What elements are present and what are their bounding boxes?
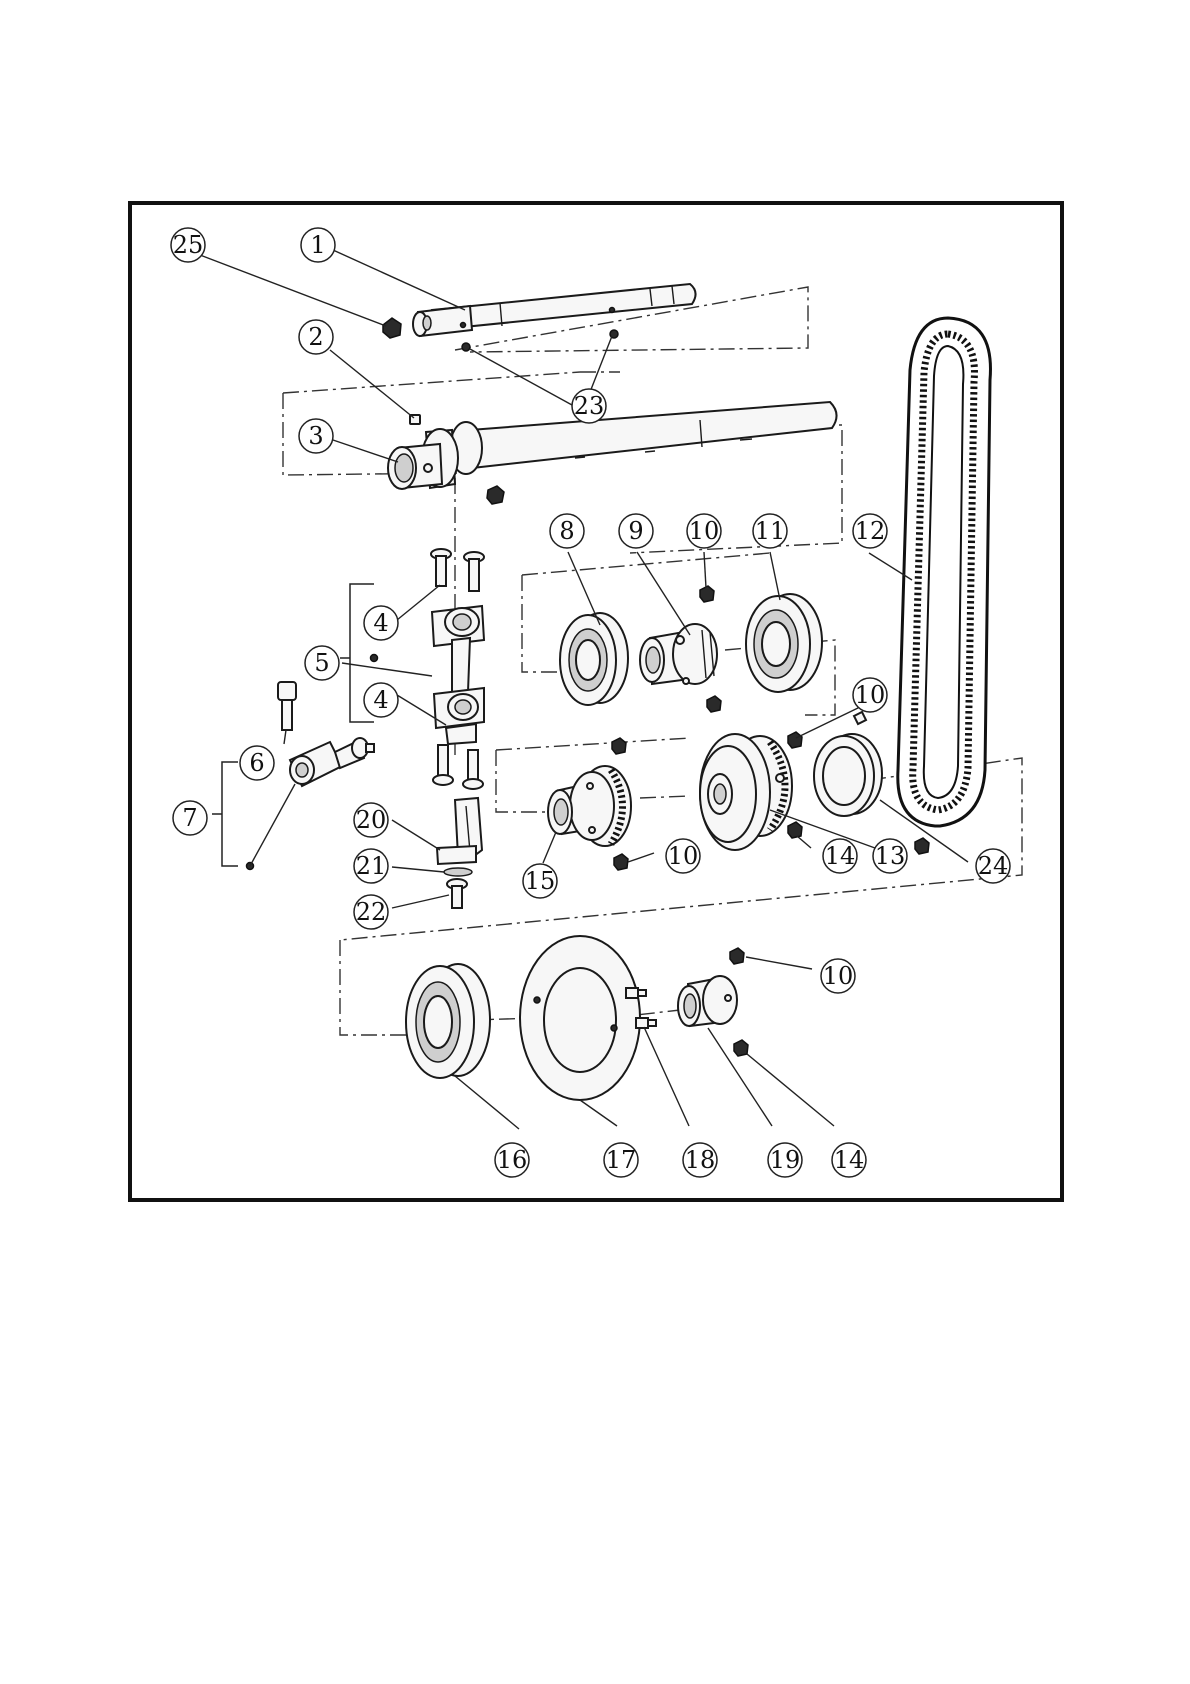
callout-10-bottom: 10 — [821, 959, 855, 993]
cap-screw-6 — [278, 682, 296, 730]
svg-text:16: 16 — [497, 1146, 528, 1174]
fork-20 — [437, 798, 482, 864]
clamp-arm-7 — [290, 738, 374, 786]
svg-text:20: 20 — [356, 806, 387, 834]
svg-text:15: 15 — [525, 867, 556, 895]
svg-text:23: 23 — [574, 392, 605, 420]
svg-text:24: 24 — [978, 852, 1009, 880]
set-screw-25 — [383, 318, 401, 338]
set-screw-collar-bottom — [707, 696, 721, 712]
svg-text:4: 4 — [373, 686, 388, 714]
callout-21: 21 — [354, 849, 388, 883]
bearing-11 — [746, 594, 822, 692]
svg-text:10: 10 — [823, 962, 854, 990]
svg-text:14: 14 — [825, 842, 856, 870]
callout-5: 5 — [305, 646, 339, 680]
callout-14-mid: 14 — [823, 839, 857, 873]
svg-text:22: 22 — [356, 898, 387, 926]
callout-2: 2 — [299, 320, 333, 354]
callout-10-mid: 10 — [666, 839, 700, 873]
timing-belt-12 — [898, 318, 991, 826]
pulley-13 — [700, 734, 792, 850]
main-shaft — [388, 402, 837, 489]
upper-shaft — [413, 284, 696, 336]
svg-text:9: 9 — [628, 517, 643, 545]
svg-text:2: 2 — [308, 323, 323, 351]
connecting-rod-bolts-top — [431, 549, 484, 591]
callout-20: 20 — [354, 803, 388, 837]
callout-12: 12 — [853, 514, 887, 548]
svg-text:12: 12 — [855, 517, 886, 545]
svg-text:7: 7 — [182, 804, 197, 832]
assembly-brackets — [212, 584, 378, 870]
svg-text:14: 14 — [834, 1146, 865, 1174]
svg-text:6: 6 — [249, 749, 264, 777]
collar-19 — [678, 976, 737, 1026]
svg-text:11: 11 — [755, 517, 786, 545]
callout-13: 13 — [873, 839, 907, 873]
callout-22: 22 — [354, 895, 388, 929]
callout-11: 11 — [753, 514, 787, 548]
bearing-16 — [406, 964, 490, 1078]
svg-text:3: 3 — [308, 422, 323, 450]
callout-23: 23 — [572, 389, 606, 423]
callout-7: 7 — [173, 801, 207, 835]
callout-24: 24 — [976, 849, 1010, 883]
svg-text:10: 10 — [689, 517, 720, 545]
svg-text:10: 10 — [855, 681, 886, 709]
callout-8: 8 — [550, 514, 584, 548]
pulley-15 — [548, 766, 631, 846]
svg-text:18: 18 — [685, 1146, 716, 1174]
callout-10-right: 10 — [853, 678, 887, 712]
set-screw-shaft — [487, 486, 504, 504]
callout-6: 6 — [240, 746, 274, 780]
collar-24 — [814, 712, 882, 816]
callout-9: 9 — [619, 514, 653, 548]
svg-text:19: 19 — [770, 1146, 801, 1174]
svg-text:21: 21 — [356, 852, 387, 880]
callout-4-bottom: 4 — [364, 683, 398, 717]
screw-22 — [447, 879, 467, 908]
collar-9 — [640, 624, 717, 684]
svg-text:8: 8 — [559, 517, 574, 545]
svg-text:25: 25 — [173, 231, 204, 259]
washer-21 — [444, 868, 472, 876]
connecting-rod-bolts-bottom — [433, 745, 483, 789]
callout-3: 3 — [299, 419, 333, 453]
svg-text:4: 4 — [373, 609, 388, 637]
callout-1: 1 — [301, 228, 335, 262]
plate-17 — [520, 936, 640, 1100]
callout-16: 16 — [495, 1143, 529, 1177]
svg-text:17: 17 — [606, 1146, 637, 1174]
svg-text:10: 10 — [668, 842, 699, 870]
bearing-8 — [560, 613, 628, 705]
connecting-rod — [432, 606, 484, 744]
svg-text:1: 1 — [310, 231, 325, 259]
callout-4-top: 4 — [364, 606, 398, 640]
callout-25: 25 — [171, 228, 205, 262]
callout-15: 15 — [523, 864, 557, 898]
svg-text:5: 5 — [314, 649, 329, 677]
svg-text:13: 13 — [875, 842, 906, 870]
callout-19: 19 — [768, 1143, 802, 1177]
callout-17: 17 — [604, 1143, 638, 1177]
set-screws-23 — [462, 330, 618, 351]
callout-10-top: 10 — [687, 514, 721, 548]
set-screw-10-top — [700, 586, 714, 602]
set-screw-24 — [915, 838, 929, 854]
callout-14-bottom: 14 — [832, 1143, 866, 1177]
callout-18: 18 — [683, 1143, 717, 1177]
